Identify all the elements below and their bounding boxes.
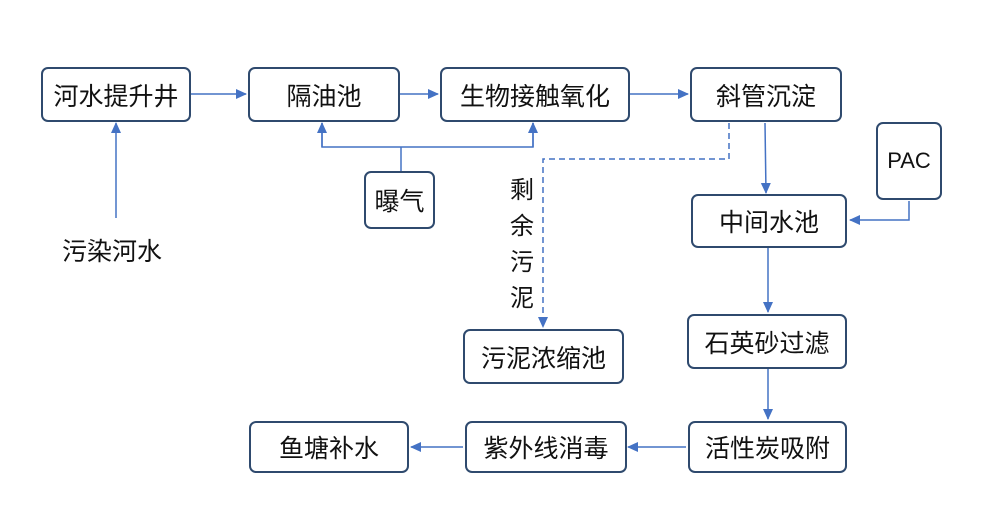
pac-box: PAC [876, 122, 942, 200]
inclined-tube-settling-box: 斜管沉淀 [690, 67, 842, 122]
sludge-thickening-tank-box: 污泥浓缩池 [463, 329, 624, 384]
excess-sludge-label: 剩 余 污 泥 [510, 172, 534, 316]
activated-carbon-adsorption-box: 活性炭吸附 [688, 421, 847, 473]
quartz-sand-filtration-box: 石英砂过滤 [687, 314, 847, 369]
fish-pond-replenishment-box: 鱼塘补水 [249, 421, 409, 473]
excess-sludge-char: 剩 [510, 176, 534, 204]
excess-sludge-char: 余 [510, 212, 534, 240]
river-lift-well-box: 河水提升井 [41, 67, 191, 122]
excess-sludge-char: 污 [510, 248, 534, 276]
arrow-pac-to-intermediate [849, 201, 910, 225]
polluted-river-water-label: 污染河水 [62, 237, 163, 266]
oil-separation-tank-box: 隔油池 [248, 67, 400, 122]
intermediate-tank-box: 中间水池 [691, 194, 847, 248]
uv-disinfection-box: 紫外线消毒 [465, 421, 627, 473]
arrow-settling-to-intermediate [760, 122, 771, 194]
bio-contact-oxidation-box: 生物接触氧化 [440, 67, 630, 122]
aeration-box: 曝气 [364, 171, 435, 229]
arrow-excess-sludge-path [538, 123, 730, 328]
excess-sludge-char: 泥 [510, 284, 534, 312]
aeration-branch-line [321, 123, 534, 148]
